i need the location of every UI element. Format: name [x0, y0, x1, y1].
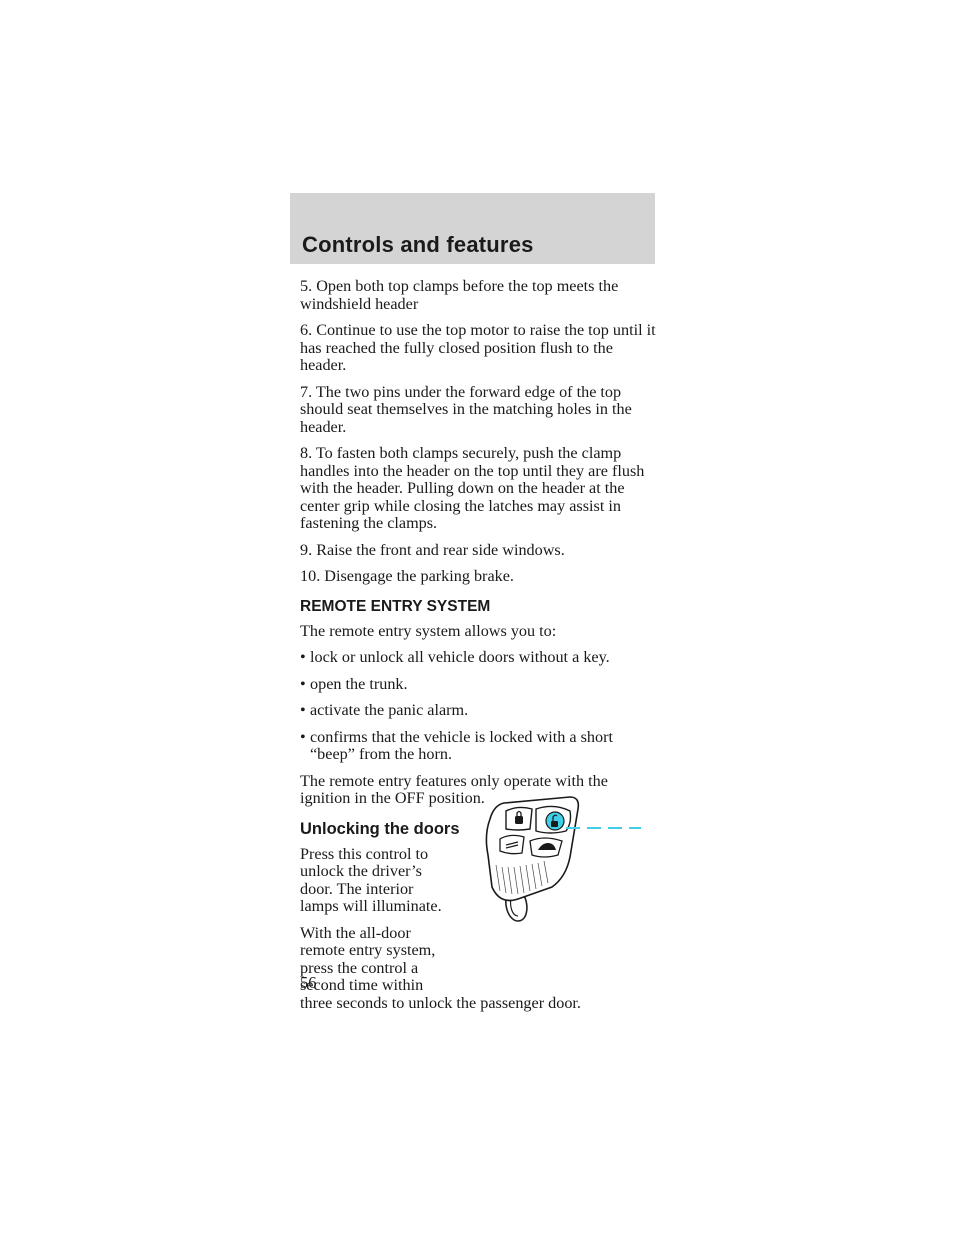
list-item-text: activate the panic alarm.	[310, 701, 469, 719]
list-item-text: confirms that the vehicle is locked with…	[310, 727, 613, 763]
list-item-text: open the trunk.	[310, 674, 408, 693]
step-paragraph: 10. Disengage the parking brake.	[300, 567, 514, 585]
list-item: •confirms that the vehicle is locked wit…	[300, 727, 660, 764]
list-item-text: lock or unlock all vehicle doors without…	[310, 648, 610, 666]
list-item: •activate the panic alarm.	[300, 701, 660, 720]
bullet-icon: •	[300, 701, 306, 719]
bullet-icon: •	[300, 727, 306, 746]
step-paragraph: 9. Raise the front and rear side windows…	[300, 540, 565, 559]
remote-entry-heading: REMOTE ENTRY SYSTEM	[300, 597, 491, 615]
page-content: 5. Open both top clamps before the top m…	[300, 277, 660, 1013]
section-title: Controls and features	[302, 232, 534, 257]
step-paragraph: 8. To fasten both clamps securely, push …	[300, 444, 645, 532]
unlocking-paragraph: Press this control to unlock the driver’…	[300, 844, 442, 915]
bullet-icon: •	[300, 648, 306, 666]
step-paragraph: 6. Continue to use the top motor to rais…	[300, 321, 656, 374]
list-item: •lock or unlock all vehicle doors withou…	[300, 648, 660, 667]
page-number: 56	[300, 973, 317, 992]
bullet-icon: •	[300, 674, 306, 693]
remote-entry-note: The remote entry features only operate w…	[300, 771, 608, 807]
remote-entry-intro: The remote entry system allows you to:	[300, 621, 557, 640]
section-header-bar: Controls and features	[290, 193, 655, 264]
all-door-paragraph: With the all-door remote entry system, p…	[300, 923, 660, 1013]
list-item: •open the trunk.	[300, 674, 660, 694]
step-paragraph: 7. The two pins under the forward edge o…	[300, 382, 632, 436]
all-door-text-end: three seconds to unlock the passenger do…	[300, 993, 581, 1012]
unlocking-heading: Unlocking the doors	[300, 819, 460, 838]
step-paragraph: 5. Open both top clamps before the top m…	[300, 277, 619, 313]
all-door-text: With the all-door remote entry system, p…	[300, 923, 436, 994]
feature-list: •lock or unlock all vehicle doors withou…	[300, 648, 660, 764]
keyless-remote-fob-icon	[485, 796, 641, 922]
